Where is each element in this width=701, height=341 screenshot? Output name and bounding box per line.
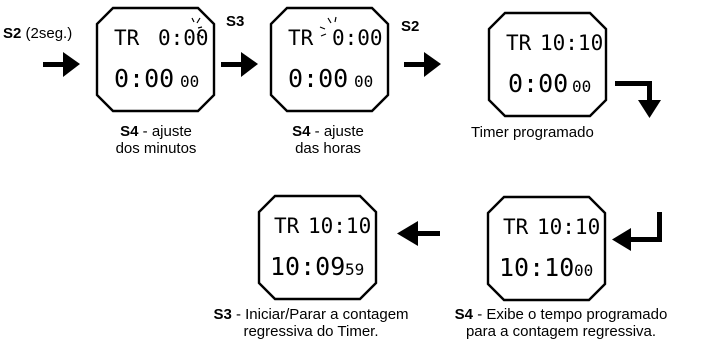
watch-display: TR 0:00 0:00 00	[95, 6, 216, 113]
arrow-left	[397, 221, 440, 246]
display-bottom-main: 10:09	[270, 252, 345, 281]
arrow-right-2	[221, 52, 258, 77]
caption-show-programmed: S4 - Exibe o tempo programado para a con…	[436, 306, 686, 340]
display-bottom-small: 00	[574, 261, 593, 280]
display-mode: TR	[114, 26, 140, 50]
display-top-value: 0:00	[332, 26, 383, 50]
display-top-value: 0:00	[158, 26, 209, 50]
step3-label: S2	[401, 18, 419, 35]
display-bottom-small: 59	[345, 260, 364, 279]
caption-key: S4	[120, 123, 139, 140]
caption-line2: das horas	[295, 140, 361, 157]
watch-display: TR 0:00 0:00 00	[269, 6, 390, 113]
display-bottom-small: 00	[180, 72, 199, 91]
display-bottom-main: 0:00	[114, 64, 174, 93]
caption-text: - ajuste	[310, 123, 364, 140]
caption-text: Timer programado	[471, 124, 594, 141]
display-bottom-main: 0:00	[288, 64, 348, 93]
caption-line2: regressiva do Timer.	[243, 323, 379, 340]
display-mode: TR	[274, 214, 300, 238]
caption-adjust-minutes: S4 - ajuste dos minutos	[86, 123, 226, 157]
caption-text: - Iniciar/Parar a contagem	[231, 306, 409, 323]
display-bottom-small: 00	[354, 72, 373, 91]
display-mode: TR	[503, 215, 529, 239]
caption-timer-programmed: Timer programado	[471, 124, 594, 141]
step1-note: (2seg.)	[25, 25, 73, 42]
arrow-return-left	[612, 212, 662, 251]
caption-adjust-hours: S4 - ajuste das horas	[258, 123, 398, 157]
step3-key: S2	[401, 18, 420, 35]
watch-display: TR 10:10 10:10 00	[486, 195, 607, 302]
arrow-right-3	[404, 52, 441, 77]
arrow-turn-down	[615, 81, 661, 118]
watch-display: TR 10:10 0:00 00	[487, 11, 608, 118]
caption-key: S4	[292, 123, 311, 140]
blink-indicator	[191, 17, 203, 37]
caption-line2: dos minutos	[115, 140, 197, 157]
display-mode: TR	[288, 26, 314, 50]
caption-text: - Exibe o tempo programado	[473, 306, 668, 323]
caption-key: S4	[454, 306, 474, 323]
display-mode: TR	[506, 31, 532, 55]
display-bottom-small: 00	[572, 77, 591, 96]
display-bottom-main: 0:00	[508, 69, 568, 98]
caption-key: S3	[213, 306, 232, 323]
display-top-value: 10:10	[540, 31, 603, 55]
display-bottom-main: 10:10	[499, 253, 574, 282]
step2-key: S3	[226, 13, 245, 30]
display-top-value: 10:10	[537, 215, 600, 239]
step1-key: S2	[3, 25, 22, 42]
caption-start-stop: S3 - Iniciar/Parar a contagem regressiva…	[186, 306, 436, 340]
watch-display: TR 10:10 10:09 59	[257, 194, 378, 301]
step2-label: S3	[226, 13, 244, 30]
arrow-right-1	[43, 52, 80, 77]
caption-line2: para a contagem regressiva.	[465, 323, 657, 340]
display-top-value: 10:10	[308, 214, 371, 238]
caption-text: - ajuste	[138, 123, 192, 140]
step1-label: S2 (2seg.)	[3, 25, 72, 42]
blink-indicator	[319, 16, 337, 37]
